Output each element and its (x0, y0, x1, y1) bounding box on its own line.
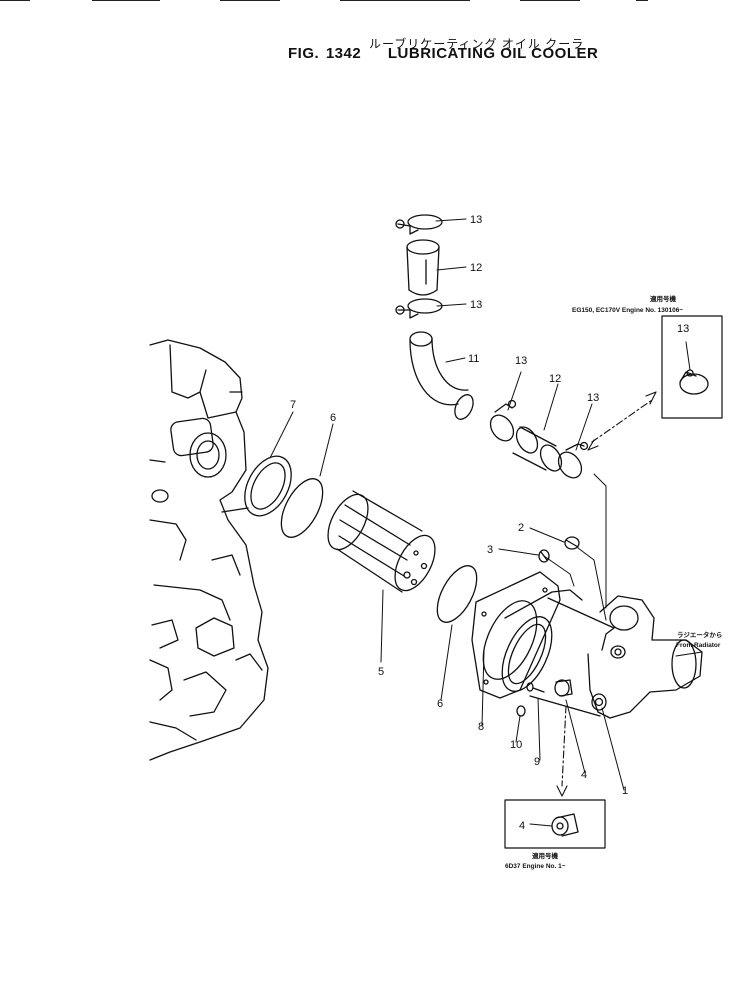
part-13-hose-clamp (557, 441, 589, 479)
part-4-drain-plug (554, 679, 573, 697)
engine-block (149, 339, 269, 761)
radiator-note-jp: ラジエータから (677, 630, 722, 639)
leader-lines (269, 218, 703, 791)
callout-11: 11 (468, 353, 479, 365)
callout-7: 7 (290, 399, 296, 411)
top-edge-mark (220, 0, 280, 1)
callout-13: 13 (677, 323, 689, 335)
callout-4: 4 (519, 820, 525, 832)
callout-12: 12 (549, 373, 561, 385)
upper-note-models: EG150, EC170V Engine No. 130106~ (572, 307, 683, 314)
part-5-cooler-element (327, 490, 436, 593)
title-english: LUBRICATING OIL COOLER (387, 45, 599, 62)
callout-5: 5 (378, 666, 384, 678)
part-2-plug (564, 536, 580, 550)
callout-13: 13 (587, 392, 599, 404)
callout-13: 13 (470, 214, 482, 226)
top-edge-mark (92, 0, 160, 1)
fig-label: FIG. (288, 45, 320, 62)
part-11-elbow-hose (409, 331, 474, 420)
title-japanese: ルーブリケーティング オイル クーラ (369, 37, 585, 51)
part-10-washer (516, 705, 526, 717)
part-13-hose-clamp (395, 214, 443, 235)
callout-9: 9 (534, 756, 540, 768)
lower-note-models: 6D37 Engine No. 1~ (505, 863, 566, 870)
part-6-o-ring (436, 565, 478, 623)
callout-2: 2 (518, 522, 524, 534)
part-6-o-ring (280, 478, 324, 538)
upper-note-jp: 適用号機 (650, 294, 677, 303)
part-12-hose-upper (406, 239, 440, 296)
inset-drain-plug (529, 813, 579, 837)
fig-number: 1342 (325, 45, 362, 62)
callout-10: 10 (510, 739, 522, 751)
lower-note-jp: 適用号機 (532, 851, 559, 860)
part-13-hose-clamp (489, 399, 517, 442)
callout-12: 12 (470, 262, 482, 274)
part-12-hose-lower (512, 426, 563, 472)
part-13-hose-clamp (395, 298, 443, 319)
reference-arrow (556, 391, 657, 797)
top-edge-mark (520, 0, 580, 1)
part-7-gasket (244, 455, 292, 517)
callout-4: 4 (581, 769, 587, 781)
inset-box-upper (661, 315, 723, 419)
top-edge-mark (340, 0, 470, 1)
callout-13: 13 (470, 299, 482, 311)
callout-1: 1 (622, 785, 628, 797)
inset-clamp-upper (679, 341, 709, 395)
part-8-gasket-plate (471, 571, 561, 699)
callout-6: 6 (437, 698, 443, 710)
callout-6: 6 (330, 412, 336, 424)
callout-3: 3 (487, 544, 493, 556)
part-9-bolt (526, 682, 545, 693)
figure-title: FIG. 1342 LUBRICATING OIL COOLER (288, 45, 598, 62)
part-1-cooler-housing (501, 589, 703, 719)
callout-8: 8 (478, 721, 484, 733)
top-edge-mark (0, 0, 30, 1)
callout-13: 13 (515, 355, 527, 367)
inset-box-lower (504, 799, 606, 849)
top-edge-mark (636, 0, 648, 1)
radiator-note-en: From Radiator (676, 642, 721, 649)
